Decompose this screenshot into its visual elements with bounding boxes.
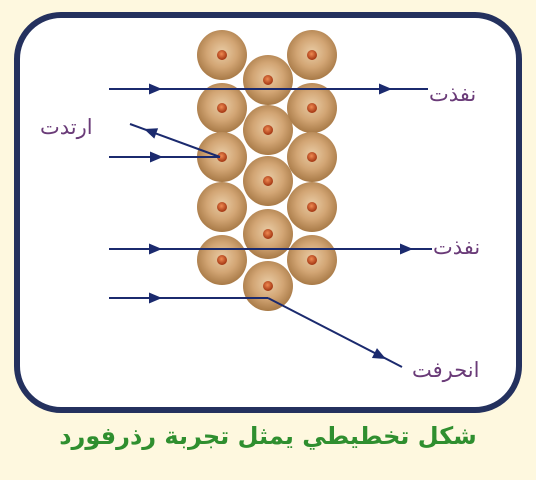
atom <box>243 261 293 311</box>
deflected-label: انحرفت <box>412 360 479 381</box>
atom <box>243 156 293 206</box>
nucleus <box>217 255 227 265</box>
atom <box>243 55 293 105</box>
gold-foil-atoms <box>197 30 337 311</box>
atom <box>287 182 337 232</box>
transmitted-bottom-label: نفذت <box>433 237 480 258</box>
nucleus <box>307 202 317 212</box>
transmitted-top-label: نفذت <box>429 84 476 105</box>
atom <box>197 182 247 232</box>
nucleus <box>217 202 227 212</box>
atom <box>243 209 293 259</box>
nucleus <box>307 255 317 265</box>
nucleus <box>307 152 317 162</box>
atom <box>287 83 337 133</box>
nucleus <box>307 50 317 60</box>
atom <box>197 30 247 80</box>
atom <box>197 83 247 133</box>
nucleus <box>263 176 273 186</box>
nucleus <box>263 281 273 291</box>
atom <box>197 235 247 285</box>
atom <box>287 235 337 285</box>
reflected-label: ارتدت <box>40 117 93 138</box>
atom <box>287 132 337 182</box>
diagram-caption: شكل تخطيطي يمثل تجربة رذرفورد <box>0 422 536 450</box>
atom <box>243 105 293 155</box>
atom <box>287 30 337 80</box>
nucleus <box>263 75 273 85</box>
nucleus <box>263 229 273 239</box>
nucleus <box>307 103 317 113</box>
nucleus <box>217 50 227 60</box>
nucleus <box>217 103 227 113</box>
nucleus <box>263 125 273 135</box>
